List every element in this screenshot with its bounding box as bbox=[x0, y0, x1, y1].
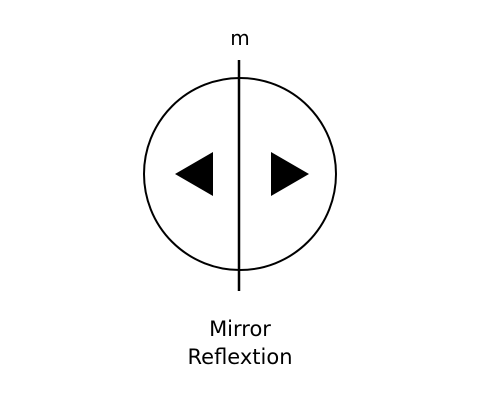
mirror-label: m bbox=[230, 26, 249, 50]
right-triangle-icon bbox=[271, 152, 309, 196]
left-triangle-icon bbox=[175, 152, 213, 196]
caption-line-2: Reflextion bbox=[188, 345, 293, 369]
caption-line-1: Mirror bbox=[209, 317, 271, 341]
